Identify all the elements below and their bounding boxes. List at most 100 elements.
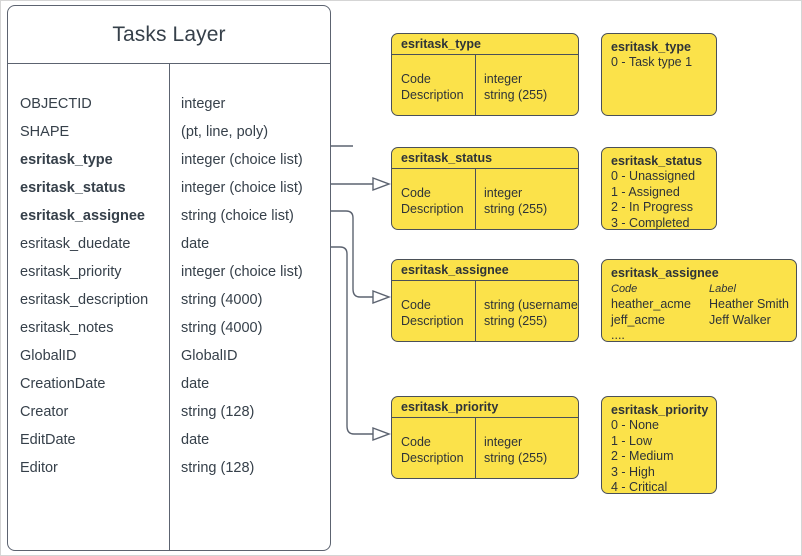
value-grid-code: jeff_acme <box>611 313 665 327</box>
domain-left-line: Description <box>401 202 464 216</box>
table-row[interactable]: GlobalID GlobalID <box>8 348 330 376</box>
field-name: GlobalID <box>20 348 77 364</box>
field-name: esritask_notes <box>20 320 114 336</box>
field-name: esritask_priority <box>20 264 122 280</box>
value-line: 3 - High <box>611 464 655 479</box>
value-box-title: esritask_status <box>611 154 703 168</box>
value-box-title: esritask_priority <box>611 403 709 417</box>
domain-column-divider <box>475 281 477 341</box>
field-name: CreationDate <box>20 376 106 392</box>
field-rows: OBJECTID integer SHAPE (pt, line, poly) … <box>8 96 330 488</box>
value-line: 1 - Low <box>611 433 652 448</box>
table-row[interactable]: OBJECTID integer <box>8 96 330 124</box>
field-type: string (4000) <box>181 320 263 336</box>
domain-right-column: integer string (255) <box>484 185 547 217</box>
value-box-priority[interactable]: esritask_priority 0 - None 1 - Low 2 - M… <box>601 396 717 494</box>
value-line: 2 - In Progress <box>611 200 693 214</box>
domain-title: esritask_priority <box>392 397 578 418</box>
domain-left-line: Description <box>401 88 464 102</box>
domain-left-line: Code <box>401 435 431 449</box>
domain-box-assignee[interactable]: esritask_assignee Code Description strin… <box>391 259 579 342</box>
table-row[interactable]: esritask_status integer (choice list) <box>8 180 330 208</box>
tasks-layer-entity[interactable]: Tasks Layer OBJECTID integer SHAPE (pt, … <box>7 5 331 551</box>
domain-left-line: Code <box>401 298 431 312</box>
field-name: esritask_assignee <box>20 208 145 224</box>
field-type: string (4000) <box>181 292 263 308</box>
table-row[interactable]: esritask_priority integer (choice list) <box>8 264 330 292</box>
value-grid-label: Jeff Walker <box>709 313 771 327</box>
value-grid-label: Heather Smith <box>709 297 789 311</box>
table-row[interactable]: esritask_assignee string (choice list) <box>8 208 330 236</box>
domain-title: esritask_type <box>392 34 578 55</box>
domain-right-line: string (255) <box>484 202 548 216</box>
field-name: Editor <box>20 460 58 476</box>
table-row[interactable]: CreationDate date <box>8 376 330 404</box>
domain-right-column: string (username) string (255) <box>484 297 579 329</box>
field-type: date <box>181 432 210 448</box>
field-name: esritask_description <box>20 292 149 308</box>
column-divider <box>169 64 171 550</box>
connector-priority <box>331 246 385 435</box>
field-type: integer (choice list) <box>181 264 303 280</box>
domain-right-column: integer string (255) <box>484 71 547 103</box>
domain-box-type[interactable]: esritask_type Code Description integer s… <box>391 33 579 116</box>
field-name: esritask_type <box>20 152 113 168</box>
arrowhead-priority <box>372 426 391 442</box>
field-name: EditDate <box>20 432 76 448</box>
domain-left-line: Code <box>401 72 431 86</box>
table-row[interactable]: esritask_description string (4000) <box>8 292 330 320</box>
domain-right-line: string (username) <box>484 298 579 312</box>
table-row[interactable]: SHAPE (pt, line, poly) <box>8 124 330 152</box>
domain-right-line: integer <box>484 186 523 200</box>
table-row[interactable]: Editor string (128) <box>8 460 330 488</box>
domain-right-line: string (255) <box>484 314 548 328</box>
field-type: integer (choice list) <box>181 180 303 196</box>
field-type: string (128) <box>181 404 255 420</box>
field-type: integer (choice list) <box>181 152 303 168</box>
domain-box-status[interactable]: esritask_status Code Description integer… <box>391 147 579 230</box>
field-type: integer <box>181 96 226 112</box>
domain-left-column: Code Description <box>401 434 464 466</box>
domain-right-line: integer <box>484 72 523 86</box>
value-line: 1 - Assigned <box>611 184 680 199</box>
connector-assignee <box>331 210 385 298</box>
field-name: SHAPE <box>20 124 70 140</box>
field-name: Creator <box>20 404 69 420</box>
domain-column-divider <box>475 169 477 229</box>
field-name: esritask_status <box>20 180 126 196</box>
field-type: GlobalID <box>181 348 238 364</box>
value-box-title: esritask_assignee <box>611 266 719 280</box>
value-box-status[interactable]: esritask_status 0 - Unassigned 1 - Assig… <box>601 147 717 230</box>
value-box-type[interactable]: esritask_type 0 - Task type 1 <box>601 33 717 116</box>
value-line: 0 - None <box>611 418 659 432</box>
domain-left-line: Description <box>401 314 464 328</box>
domain-title: esritask_status <box>392 148 578 169</box>
domain-box-priority[interactable]: esritask_priority Code Description integ… <box>391 396 579 479</box>
layer-field-body: OBJECTID integer SHAPE (pt, line, poly) … <box>8 64 330 550</box>
value-grid-ellipsis: .... <box>611 328 625 342</box>
arrowhead-assignee <box>372 289 391 305</box>
domain-left-line: Description <box>401 451 464 465</box>
value-line: 0 - Unassigned <box>611 169 696 183</box>
field-type: string (128) <box>181 460 255 476</box>
table-row[interactable]: esritask_notes string (4000) <box>8 320 330 348</box>
value-grid-header-code: Code <box>611 283 638 295</box>
arrowhead-status <box>372 176 391 192</box>
domain-right-line: string (255) <box>484 88 548 102</box>
value-line: 0 - Task type 1 <box>611 55 693 69</box>
domain-right-column: integer string (255) <box>484 434 547 466</box>
field-type: date <box>181 236 210 252</box>
table-row[interactable]: EditDate date <box>8 432 330 460</box>
table-row[interactable]: esritask_type integer (choice list) <box>8 152 330 180</box>
value-grid-code: heather_acme <box>611 297 691 311</box>
domain-right-line: string (255) <box>484 451 548 465</box>
field-type: date <box>181 376 210 392</box>
value-box-assignee[interactable]: esritask_assignee Code Label heather_acm… <box>601 259 797 342</box>
table-row[interactable]: Creator string (128) <box>8 404 330 432</box>
domain-column-divider <box>475 418 477 478</box>
domain-title: esritask_assignee <box>392 260 578 281</box>
value-box-title: esritask_type <box>611 40 691 54</box>
table-row[interactable]: esritask_duedate date <box>8 236 330 264</box>
field-name: esritask_duedate <box>20 236 131 252</box>
